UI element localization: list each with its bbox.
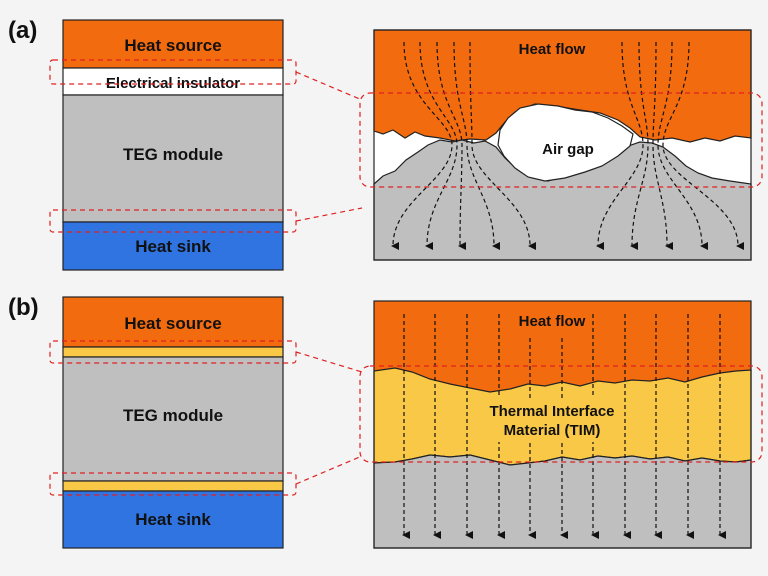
panel-b-zoom-indicators	[49, 340, 363, 496]
panel-b-heat-sink-layer	[62, 490, 284, 549]
panel-a-flow-line-10	[662, 41, 745, 250]
panel-a-zoom-frame	[373, 29, 752, 261]
panel-a-heat-sink-label: Heat sink	[135, 237, 211, 256]
panel-b-connector-bottom	[295, 455, 363, 485]
panel-a-connector-top	[295, 71, 363, 101]
panel-a-stack: Heat source Electrical insulator TEG mod…	[62, 19, 284, 271]
panel-b-teg-layer	[62, 356, 284, 482]
panel-b-tim-label-line1: Thermal Interface	[489, 403, 614, 420]
panel-b-heat-flow-label: Heat flow	[519, 313, 586, 330]
panel-a-connector-bottom	[295, 207, 363, 222]
panel-b-zoom-frame	[373, 300, 752, 549]
panel-a-zoom-interface-box	[359, 92, 763, 188]
panel-a-flow-line-7	[630, 41, 649, 251]
panel-a-teg-label: TEG module	[123, 145, 223, 164]
panel-b-connector-top	[295, 351, 363, 373]
panel-a-heat-flow-lines	[391, 41, 745, 251]
panel-b-bottom-tim-layer	[62, 480, 284, 492]
panel-b-heat-source-layer	[62, 296, 284, 348]
panel-a-zoom-indicators	[49, 59, 363, 233]
panel-a-air-gap	[497, 103, 634, 182]
panel-b: (b) Heat source TEG module Heat sink	[8, 294, 763, 549]
panel-a-air-gap-label: Air gap	[542, 141, 594, 158]
panel-a-flow-line-1	[391, 41, 453, 251]
panel-b-tim-label-line2: Material (TIM)	[504, 422, 601, 439]
panel-b-top-tim-layer	[62, 346, 284, 358]
panel-a-zoom-view: Air gap Heat flow	[359, 29, 763, 261]
panel-a-heat-sink-layer	[62, 221, 284, 271]
panel-b-tag: (b)	[8, 294, 39, 321]
panel-a-flow-line-3	[436, 41, 467, 251]
panel-b-tim-label-bg	[480, 398, 620, 442]
panel-b-stack: Heat source TEG module Heat sink	[62, 296, 284, 549]
panel-b-zoom-interface-box	[359, 365, 763, 463]
panel-a-flow-line-4	[453, 41, 501, 250]
panel-b-teg-label: TEG module	[123, 406, 223, 425]
panel-a-tag: (a)	[8, 17, 37, 44]
panel-b-zoom-view: Heat flow Thermal Interface Material (TI…	[359, 300, 763, 549]
panel-a-flow-line-8	[652, 41, 674, 250]
panel-a-heat-source-label: Heat source	[124, 36, 221, 55]
panel-a: (a) Heat source Electrical insulator TEG…	[8, 17, 763, 271]
panel-a-flow-line-6	[596, 41, 644, 251]
panel-b-heat-sink-label: Heat sink	[135, 510, 211, 529]
panel-a-flow-line-2	[419, 41, 458, 251]
panel-a-flow-line-5	[469, 41, 537, 250]
panel-a-heat-flow-label: Heat flow	[519, 41, 586, 58]
panel-a-teg-layer	[62, 94, 284, 223]
panel-b-heat-source-label: Heat source	[124, 314, 221, 333]
